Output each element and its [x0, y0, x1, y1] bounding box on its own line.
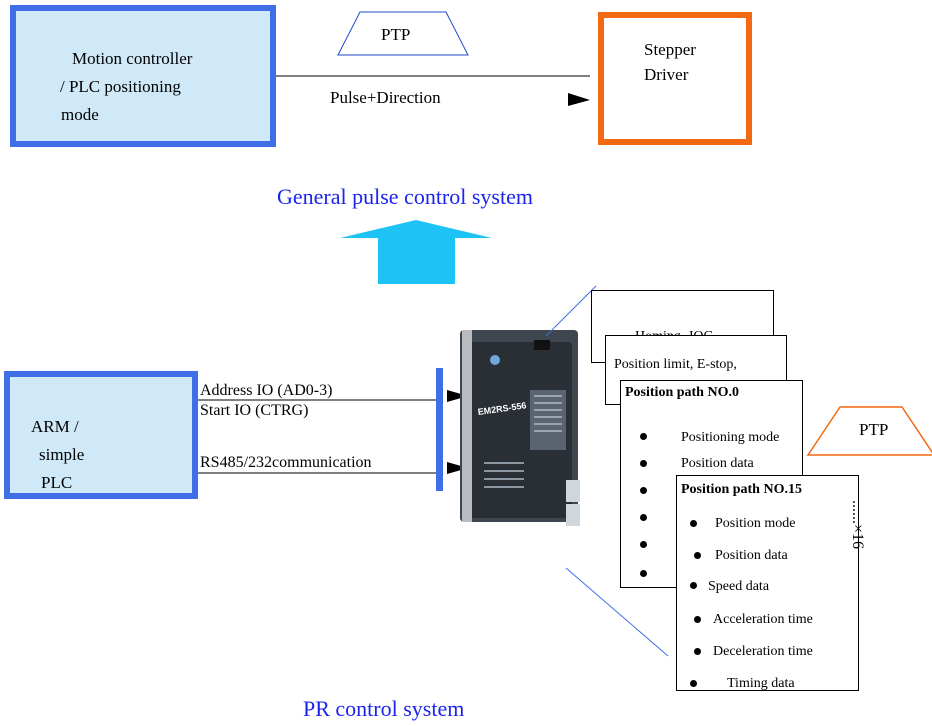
bullet-icon [640, 514, 647, 521]
bottom-ptp-trapezoid [806, 406, 932, 456]
top-ptp-label: PTP [381, 25, 411, 44]
controller-line-3: mode [61, 105, 99, 124]
bullet-icon [640, 487, 647, 494]
bullet-icon [640, 433, 647, 440]
rs485-label: RS485/232communication [200, 454, 372, 471]
path15-item-5: Deceleration time [713, 644, 813, 659]
bullet-icon [690, 680, 697, 687]
path0-item-2: Position data [681, 456, 754, 471]
repeat-count-label: ......×16 [849, 500, 866, 550]
path15-title: Position path NO.15 [681, 482, 802, 497]
start-io-label: Start IO (CTRG) [200, 402, 309, 419]
stepper-driver-box: Stepper Driver [598, 12, 752, 145]
arm-line-2: simple [39, 445, 85, 464]
driver-line-2: Driver [644, 65, 689, 84]
bullet-icon [640, 460, 647, 467]
bullet-icon [694, 552, 701, 559]
controller-line-1: Motion controller [72, 49, 193, 68]
bullet-icon [690, 520, 697, 527]
pulse-direction-label: Pulse+Direction [330, 88, 441, 107]
path15-item-1: Position mode [715, 516, 796, 531]
controller-line-2: / PLC positioning [60, 77, 181, 96]
top-ptp-trapezoid [337, 11, 469, 56]
up-arrow-icon [340, 220, 492, 284]
path15-item-6: Timing data [727, 676, 795, 691]
path15-item-4: Acceleration time [713, 612, 813, 627]
arm-plc-box: ARM / simple PLC [4, 371, 198, 499]
motion-controller-box: Motion controller / PLC positioning mode [10, 5, 276, 147]
general-pulse-caption: General pulse control system [277, 184, 533, 209]
bullet-icon [694, 616, 701, 623]
arm-line-3: PLC [41, 473, 73, 492]
bullet-icon [690, 582, 697, 589]
card-limit-text: Position limit, E-stop, [614, 357, 737, 372]
path0-title: Position path NO.0 [625, 385, 739, 400]
path15-item-2: Position data [715, 548, 788, 563]
stepper-drive-image: EM2RS-556 [460, 330, 580, 526]
arrowhead-icon [447, 462, 468, 474]
path15-item-3: Speed data [708, 579, 770, 594]
bullet-icon [640, 570, 647, 577]
arm-line-1: ARM / [31, 417, 79, 436]
card-path-15: Position path NO.15 Position mode Positi… [676, 475, 859, 691]
arrowhead-icon [568, 93, 590, 106]
driver-line-1: Stepper [644, 40, 696, 59]
arrowhead-icon [447, 390, 468, 402]
blue-bus-bar [436, 368, 443, 491]
address-io-label: Address IO (AD0-3) [200, 382, 333, 399]
bullet-icon [640, 541, 647, 548]
path0-item-1: Positioning mode [681, 430, 780, 445]
bottom-ptp-label: PTP [859, 420, 889, 439]
pr-control-caption: PR control system [303, 696, 465, 721]
bullet-icon [694, 648, 701, 655]
